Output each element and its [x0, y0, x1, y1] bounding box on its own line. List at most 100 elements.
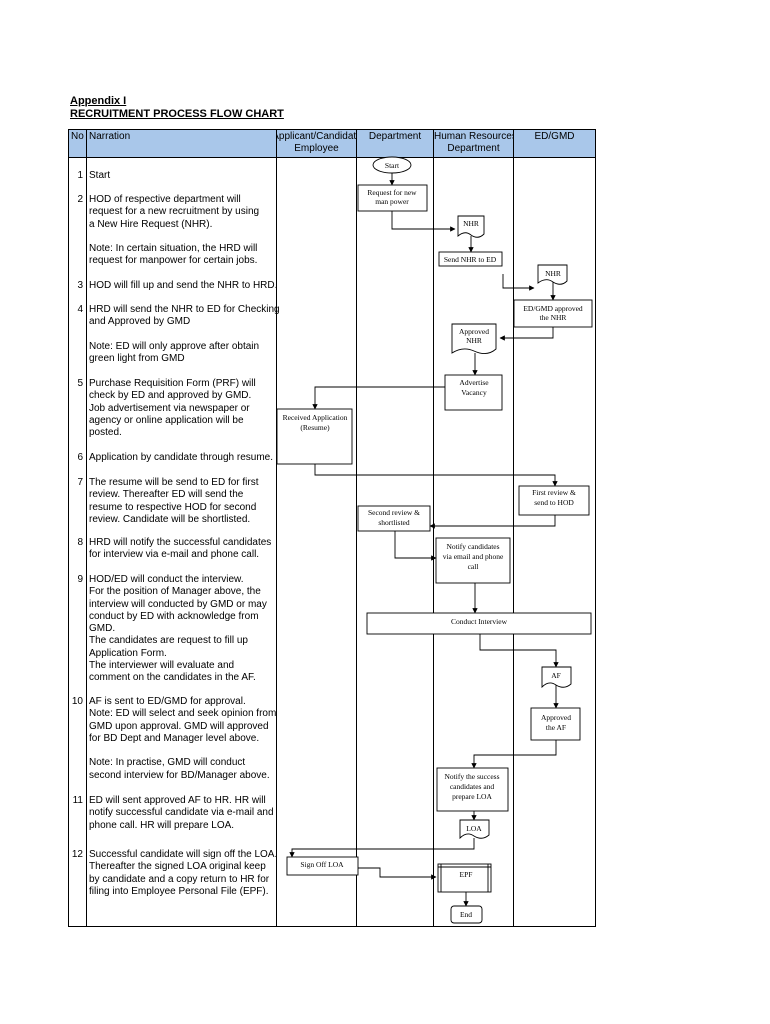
conduct-interview-box [366, 612, 592, 635]
narration-line: For the position of Manager above, the [89, 586, 261, 598]
step-number: 1 [77, 170, 83, 181]
narration-line: a New Hire Request (NHR). [89, 218, 213, 230]
ed-approved-label: ED/GMD approved [523, 304, 583, 313]
nhr-document-hr [457, 215, 485, 238]
narration-line: GMD. [89, 623, 116, 635]
second-review-label: shortlisted [378, 518, 409, 527]
column-department: Department [368, 131, 422, 142]
column-divider [356, 130, 357, 926]
end-terminator [450, 905, 483, 924]
received-application-label: Received Application [283, 413, 348, 422]
narration-line: green light from GMD [89, 353, 185, 365]
step-narration: HRD will notify the successful candidate… [89, 537, 275, 562]
approved-nhr-label: Approved [459, 327, 489, 336]
narration-line: notify successful candidate via e-mail a… [89, 807, 274, 819]
narration-line: Application Form. [89, 647, 167, 659]
step-narration: Successful candidate will sign off the L… [89, 849, 277, 898]
step-number: 5 [77, 378, 83, 389]
received-application-label: (Resume) [300, 423, 330, 432]
first-review-label: send to HOD [534, 498, 574, 507]
notify-candidates-label: via email and phone [443, 552, 504, 561]
step-narration: The resume will be send to ED for first r… [89, 477, 275, 526]
step-number: 9 [77, 574, 83, 585]
notify-candidates-label: call [468, 562, 479, 571]
start-terminator [372, 156, 412, 174]
narration-line: check by ED and approved by GMD. [89, 390, 252, 402]
narration-line: Note: ED will select and seek opinion fr… [89, 708, 277, 720]
narration-line: and Approved by GMD [89, 316, 191, 328]
notify-success-label: candidates and [450, 782, 495, 791]
step-narration: HRD will send the NHR to ED for Checking… [89, 304, 280, 365]
loa-label: LOA [466, 824, 482, 833]
narration-line: request for manpower for certain jobs. [89, 255, 258, 267]
received-application-box [276, 408, 353, 465]
af-label: AF [551, 671, 561, 680]
narration-line: HOD of respective department will [89, 194, 241, 205]
narration-line: posted. [89, 427, 122, 439]
narration-line: HRD will notify the successful candidate… [89, 537, 272, 548]
sign-off-label: Sign Off LOA [300, 860, 344, 869]
notify-success-label: prepare LOA [452, 792, 492, 801]
start-label: Start [385, 161, 400, 170]
narration-line: interview will conducted by GMD or may [89, 598, 267, 610]
first-review-label: First review & [532, 488, 576, 497]
request-label: Request for new [367, 188, 417, 197]
table-header: No Narration Applicant/Candidate Employe… [69, 130, 595, 158]
narration-line: Start [89, 170, 111, 181]
narration-line: The candidates are request to fill up [89, 635, 248, 647]
second-review-label: Second review & [368, 508, 420, 517]
epf-box [437, 863, 492, 893]
narration-line: agency or online application will be [89, 414, 244, 426]
step-number: 8 [77, 537, 83, 548]
narration-line: Note: ED will only approve after obtain [89, 340, 260, 352]
request-label: man power [375, 197, 409, 206]
appendix-label: Appendix I [70, 95, 127, 107]
approved-nhr-document [451, 323, 497, 354]
step-number: 2 [77, 194, 83, 205]
approved-nhr-label: NHR [466, 336, 482, 345]
step-narration: AF is sent to ED/GMD for approval.Note: … [89, 696, 277, 782]
narration-line: The interviewer will evaluate and [89, 660, 235, 672]
narration-line: The resume will be send to ED for first [89, 477, 259, 488]
narration-line: GMD upon approval. GMD will approved [89, 720, 269, 732]
nhr-document-ed [537, 264, 568, 285]
sign-off-box [286, 856, 359, 876]
end-label: End [460, 910, 472, 919]
narration-line: Application by candidate through resume. [89, 452, 274, 463]
step-number: 6 [77, 452, 83, 463]
step-narration: HOD will fill up and send the NHR to HRD… [89, 280, 278, 292]
flow-connectors [289, 173, 559, 907]
column-divider [513, 130, 514, 926]
step-number: 11 [72, 795, 83, 806]
column-applicant: Applicant/Candidate Employee [277, 131, 356, 154]
af-document [541, 666, 572, 689]
narration-line: by candidate and a copy return to HR for [89, 873, 270, 885]
approved-af-label: the AF [546, 723, 566, 732]
notify-success-label: Notify the success [445, 772, 500, 781]
column-no: No [71, 131, 84, 142]
narration-line: request for a new recruitment by using [89, 206, 260, 218]
conduct-interview-label: Conduct Interview [451, 617, 508, 626]
narration-line: Job advertisement via newspaper or [89, 402, 250, 414]
flow-chart-table: No Narration Applicant/Candidate Employe… [68, 129, 596, 927]
narration-line: comment on the candidates in the AF. [89, 672, 256, 684]
notify-candidates-label: Notify candidates [446, 542, 499, 551]
notify-success-box [436, 767, 509, 812]
narration-line: resume to respective HOD for second [89, 501, 257, 513]
step-number: 7 [77, 477, 83, 488]
narration-line: Note: In certain situation, the HRD will [89, 243, 258, 255]
column-edgmd: ED/GMD [534, 131, 575, 142]
nhr-label: NHR [545, 269, 561, 278]
ed-approved-label: the NHR [540, 313, 567, 322]
narration-line: Purchase Requisition Form (PRF) will [89, 378, 256, 389]
narration-line: Note: In practise, GMD will conduct [89, 757, 246, 769]
step-number: 4 [77, 304, 83, 315]
advertise-label: Vacancy [461, 388, 487, 397]
narration-line: HOD will fill up and send the NHR to HRD… [89, 280, 278, 291]
ed-approved-box [513, 299, 593, 328]
narration-line: ED will sent approved AF to HR. HR will [89, 795, 266, 806]
column-narration: Narration [89, 131, 131, 142]
column-divider [86, 130, 87, 926]
step-number: 12 [71, 849, 83, 860]
